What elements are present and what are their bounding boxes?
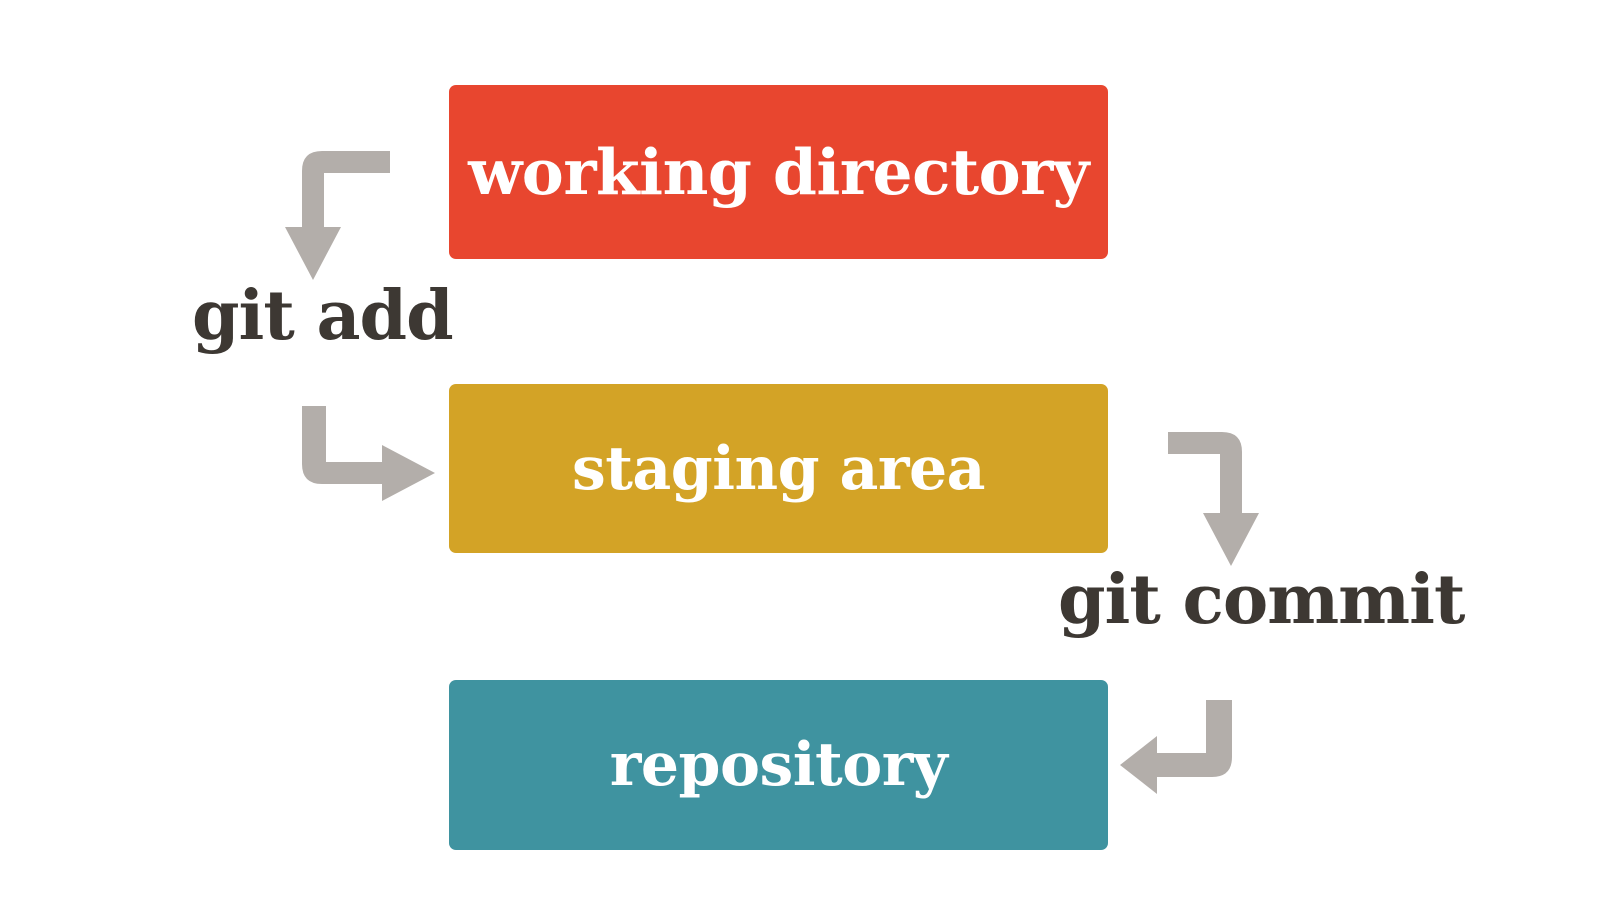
arrow-staging-area-to-git-commit-icon [1168, 432, 1259, 566]
node-repository[interactable]: repository [449, 680, 1108, 850]
arrow-git-add-to-staging-area-icon [302, 406, 435, 501]
arrow-git-commit-to-repository-icon [1120, 700, 1232, 794]
node-working-directory-label: working directory [468, 134, 1089, 209]
node-staging-area[interactable]: staging area [449, 384, 1108, 553]
command-label-git-commit: git commit [1058, 560, 1465, 640]
node-staging-area-label: staging area [571, 433, 986, 504]
node-repository-label: repository [609, 730, 948, 800]
node-working-directory[interactable]: working directory [449, 85, 1108, 259]
arrow-working-directory-to-git-add-icon [285, 151, 390, 280]
command-label-git-add: git add [192, 276, 454, 356]
